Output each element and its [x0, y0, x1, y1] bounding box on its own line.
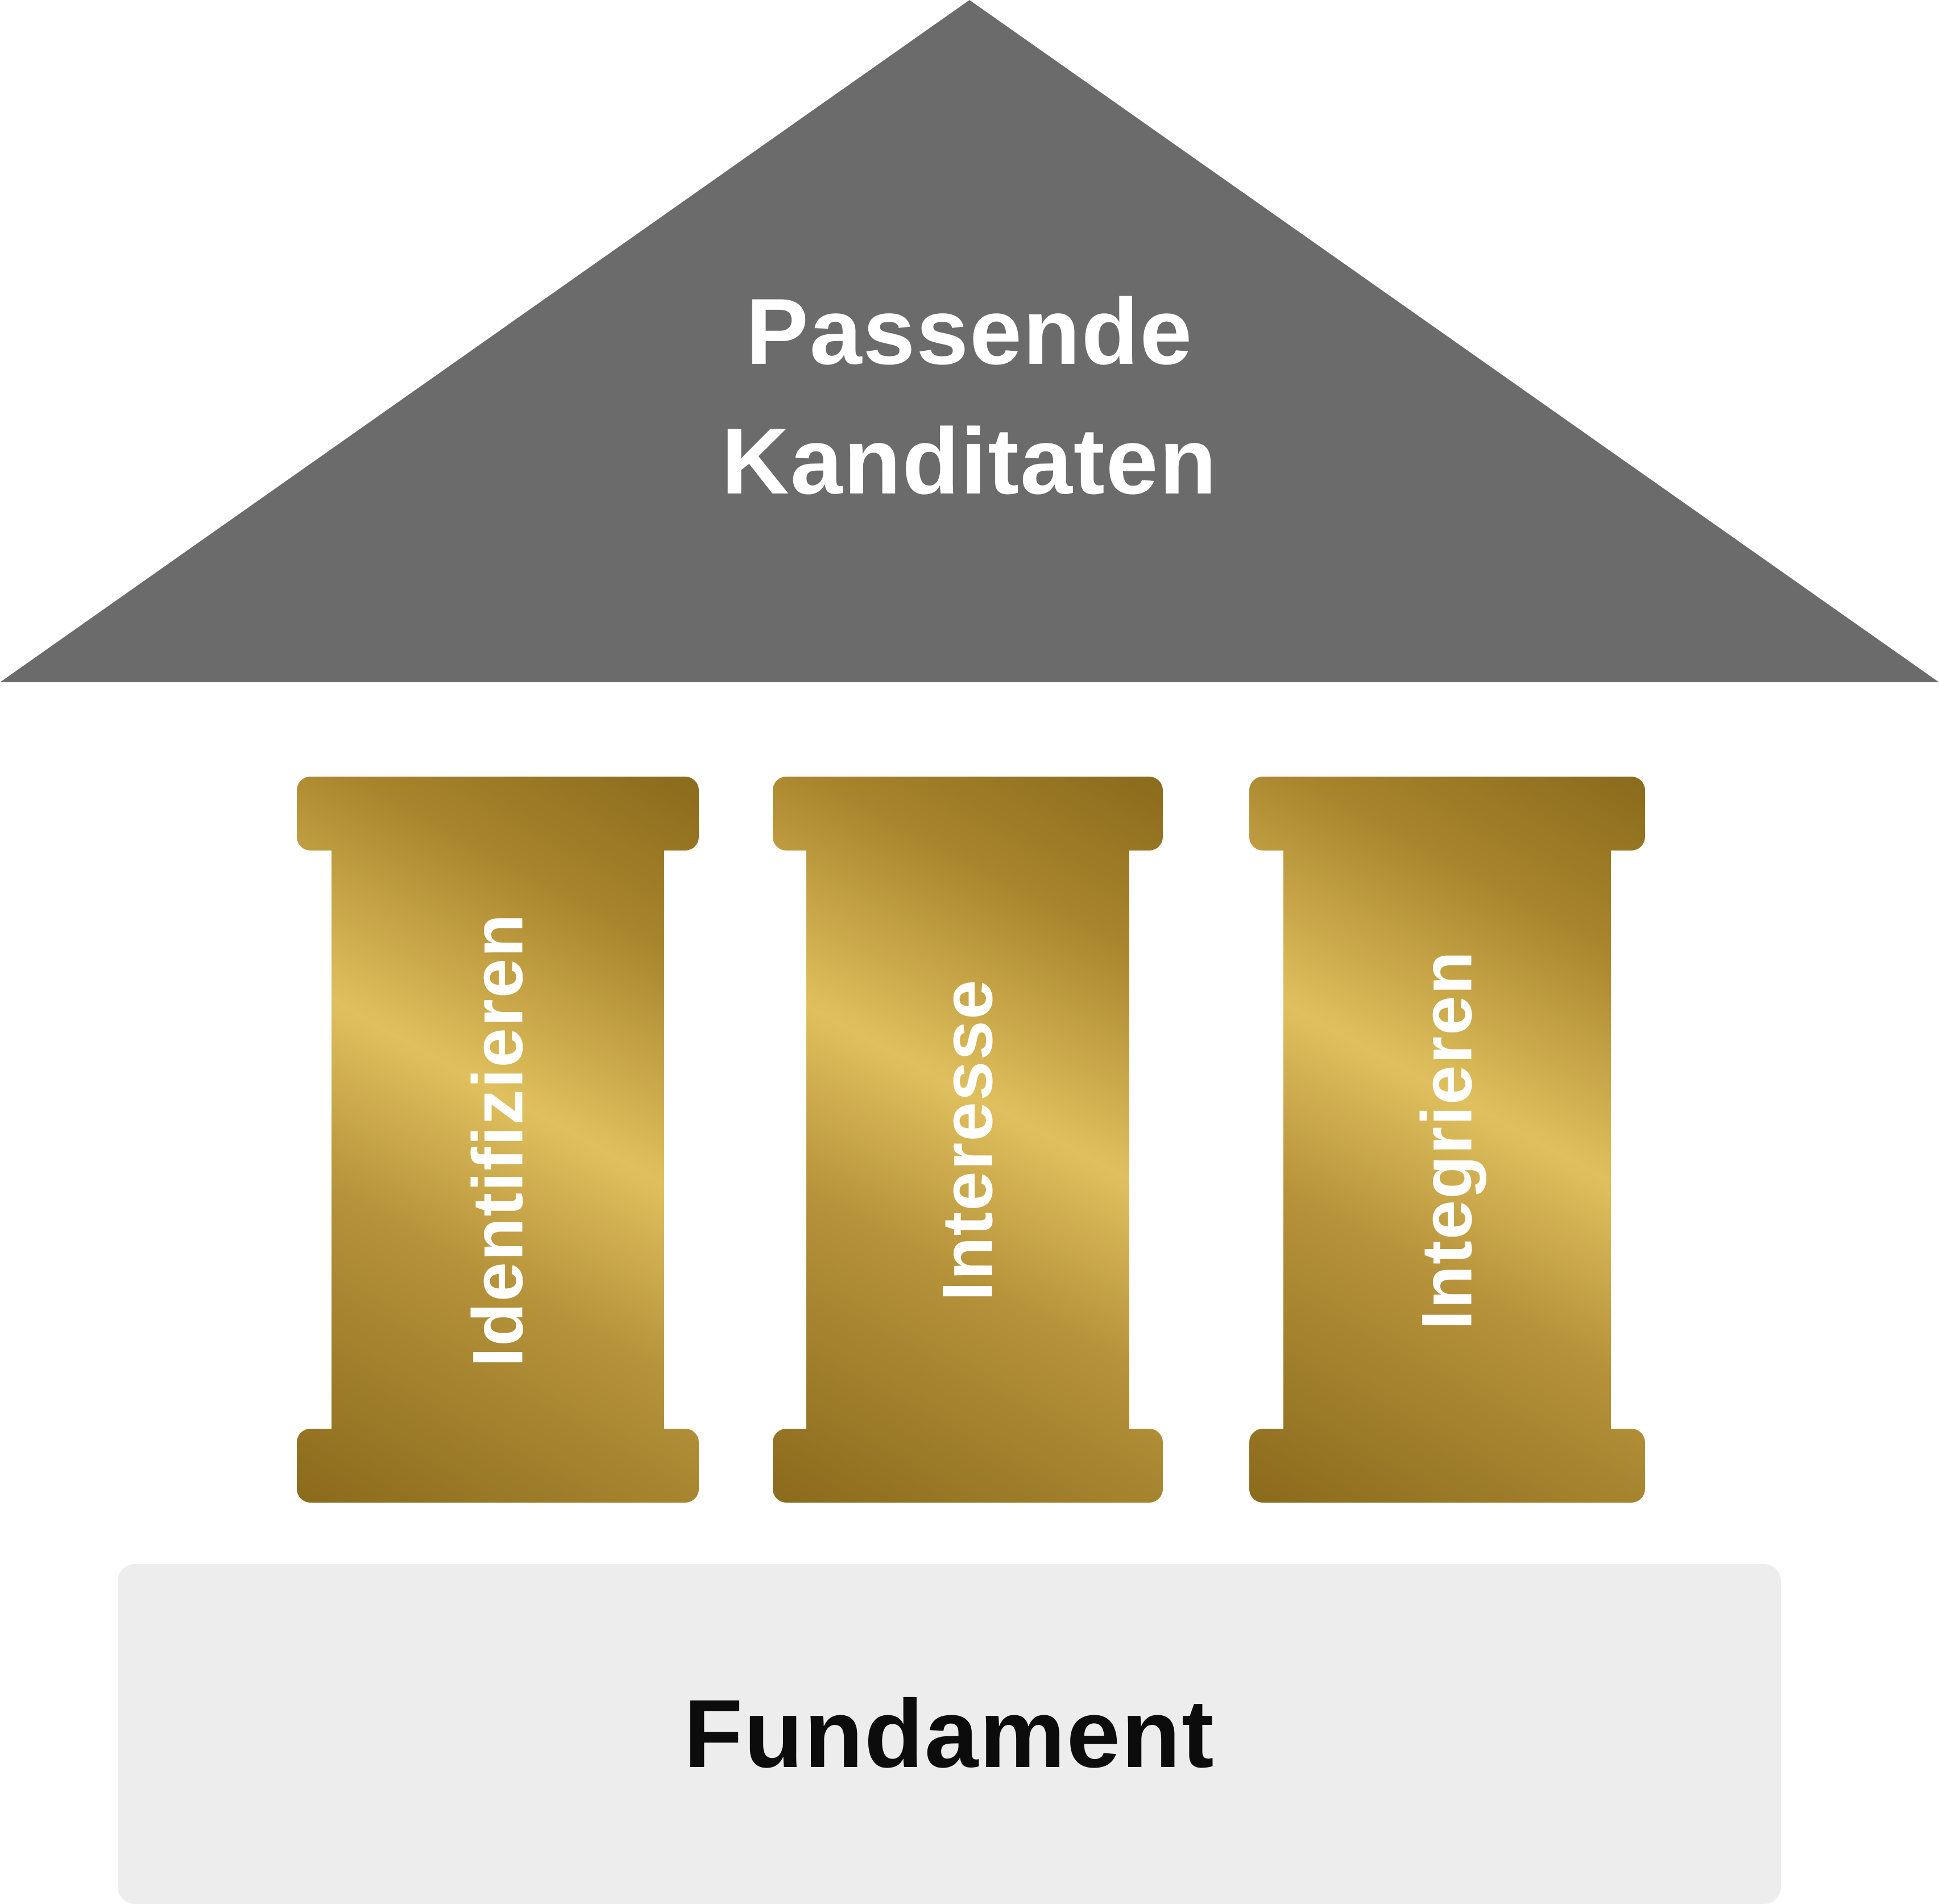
- foundation-bar: Fundament: [118, 1564, 1781, 1904]
- pillar-graphic: [1249, 777, 1645, 1503]
- pillar-interesse: Interesse: [773, 777, 1163, 1503]
- pillar-identifizieren: Identifizieren: [297, 777, 699, 1503]
- pillar-graphic: [297, 777, 699, 1503]
- pillar-label: Integrieren: [1407, 949, 1487, 1330]
- roof-title-line2: Kanditaten: [721, 408, 1218, 513]
- pillar-label: Interesse: [928, 978, 1008, 1301]
- roof-title: Passende Kanditaten: [0, 267, 1939, 526]
- roof-title-line1: Passende: [745, 279, 1194, 384]
- pillar-integrieren: Integrieren: [1249, 777, 1645, 1503]
- pillar-label: Identifizieren: [458, 912, 537, 1367]
- foundation-label: Fundament: [683, 1680, 1215, 1788]
- pillar-graphic: [773, 777, 1163, 1503]
